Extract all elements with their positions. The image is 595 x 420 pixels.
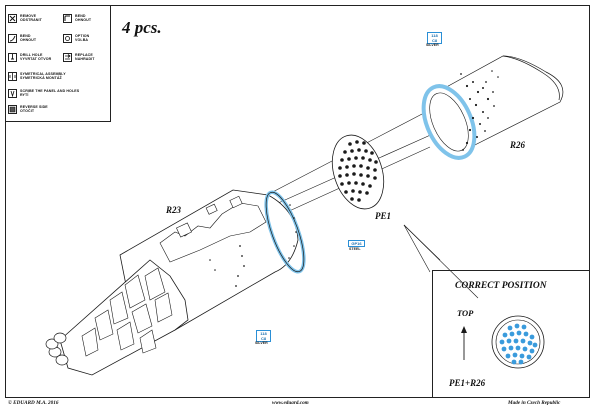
legend-item-bend: BEND OHNOUT [63,14,91,23]
correct-position-top-label: TOP [457,308,474,318]
replace-icon [63,53,72,62]
correct-position-detail [491,315,545,369]
part-label-r23: R23 [166,205,182,215]
color-code: GP16 [351,241,362,246]
legend-panel: REMOVE ODSTRANIT BEND OHNOUT BEND OHNOUT… [5,5,111,122]
scribe-icon [8,89,17,98]
bend-icon [63,14,72,23]
bend-icon [8,34,17,43]
remove-icon [8,14,17,23]
footer-website[interactable]: www.eduard.com [272,400,309,406]
legend-label: BEND OHNOUT [75,14,92,23]
color-code: 118 [260,331,267,336]
symmetrical-assembly-icon [8,72,17,81]
color-tag: GP16 [348,240,365,247]
legend-label: REVERSE SIDE OTOČIT [20,105,48,114]
correct-position-part-label: PE1+R26 [449,378,486,388]
legend-label: REPLACE NAHRADIT [75,53,95,62]
legend-label: OPTION VOLBA [75,34,90,43]
drill-icon [8,53,17,62]
legend-label: DRILL HOLE VYVRTAT OTVOR [20,53,52,62]
legend-item-drill: DRILL HOLE VYVRTAT OTVOR [8,53,51,62]
legend-item-symmetrical: SYMETRICAL ASSEMBLY SYMETRICKÁ MONTÁŽ [8,72,66,81]
legend-item-bend-2: BEND OHNOUT [8,34,36,43]
part-r23-drawing [45,189,306,376]
footer-copyright: © EDUARD M.A. 2016 [8,400,59,406]
legend-label: BEND OHNOUT [20,34,37,43]
legend-item-option: OPTION VOLBA [63,34,89,43]
footer-made-in: Made in Czech Republic [508,400,561,406]
legend-label: SYMETRICAL ASSEMBLY SYMETRICKÁ MONTÁŽ [20,72,66,81]
correct-position-panel [432,270,590,398]
legend-item-reverse: REVERSE SIDE OTOČIT [8,105,48,114]
part-pe1-drawing [331,134,385,210]
part-label-pe1: PE1 [375,211,392,221]
part-r26-drawing [421,55,564,160]
top-arrow-icon [461,326,467,360]
legend-item-replace: REPLACE NAHRADIT [63,53,95,62]
option-icon [63,34,72,43]
color-tag: 118 C8 [256,330,271,342]
legend-label: SCRIBE THE PANEL AND HOLES RYTÍ [20,89,80,98]
color-tag-sub: STEEL [349,247,361,251]
part-label-r26: R26 [510,140,526,150]
correct-position-title: CORRECT POSITION [455,281,547,291]
color-name: C8 [431,38,438,43]
correct-position-callout [403,224,479,299]
color-tag-sub: SILVER [255,341,268,345]
legend-label: REMOVE ODSTRANIT [20,14,42,23]
reverse-side-icon [8,105,17,114]
quantity-label: 4 pcs. [122,18,162,37]
color-code: 118 [431,33,438,38]
color-name: C8 [260,336,267,341]
legend-item-scribe: SCRIBE THE PANEL AND HOLES RYTÍ [8,89,79,98]
color-tag: 118 C8 [427,32,442,44]
legend-item-remove: REMOVE ODSTRANIT [8,14,42,23]
color-tag-sub: SILVER [426,43,439,47]
sheet-frame [5,5,590,398]
